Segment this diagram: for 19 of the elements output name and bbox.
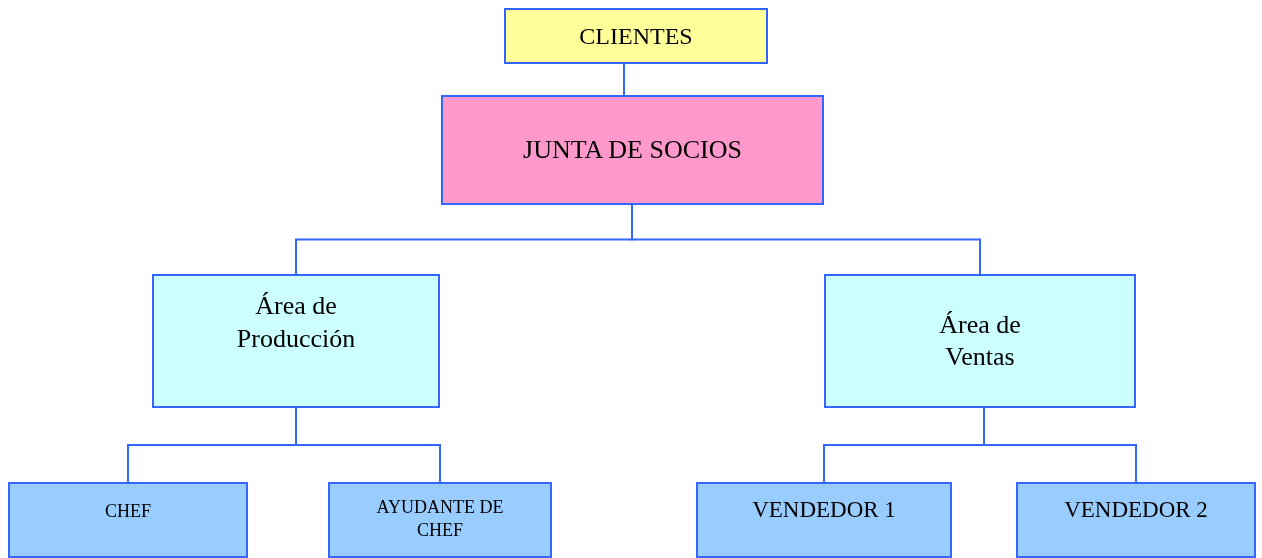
box-label: CHEF bbox=[105, 500, 151, 523]
org-box bbox=[152, 274, 440, 408]
org-box bbox=[504, 8, 768, 64]
box-label: Área de Ventas bbox=[938, 308, 1022, 373]
box-label: AYUDANTE DE CHEF bbox=[375, 496, 505, 541]
box-label: CLIENTES bbox=[579, 22, 693, 51]
org-box bbox=[8, 482, 248, 558]
org-box bbox=[696, 482, 952, 558]
connector-line bbox=[983, 407, 1137, 483]
box-label: JUNTA DE SOCIOS bbox=[523, 133, 742, 166]
org-box bbox=[441, 95, 824, 205]
box-label: VENDEDOR 2 bbox=[1064, 496, 1208, 524]
connector-line bbox=[623, 63, 625, 96]
org-box bbox=[824, 274, 1136, 408]
box-label: Área de Producción bbox=[235, 290, 357, 355]
org-box bbox=[328, 482, 552, 558]
connector-line bbox=[295, 407, 441, 483]
org-box bbox=[1016, 482, 1256, 558]
box-label: VENDEDOR 1 bbox=[752, 496, 896, 524]
